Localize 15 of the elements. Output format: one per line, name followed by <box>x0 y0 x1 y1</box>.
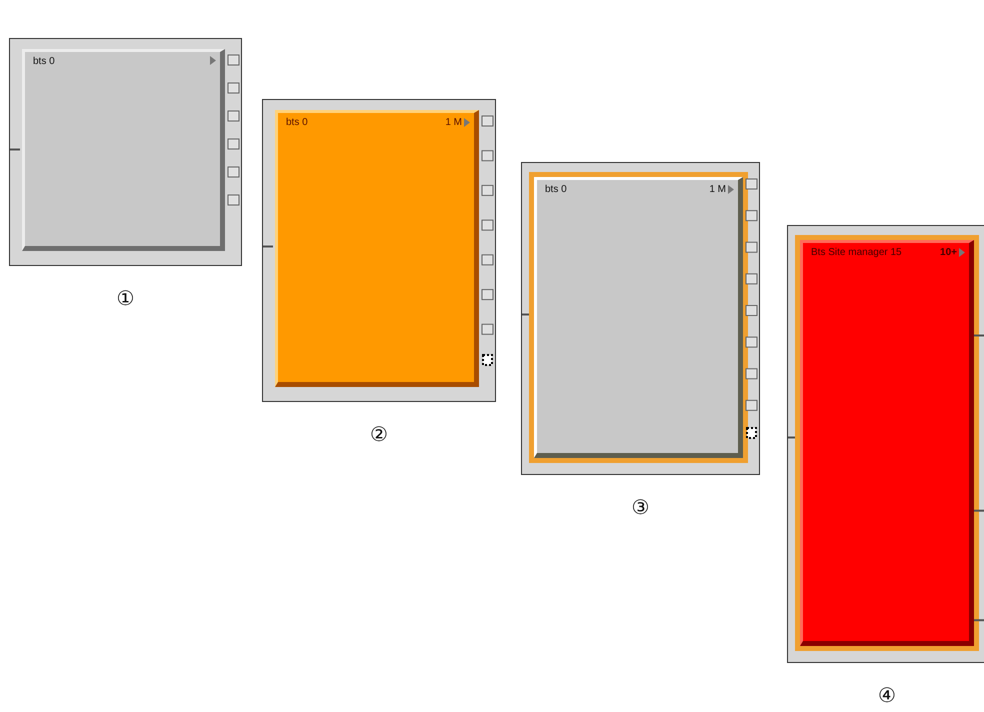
block-title: Bts Site manager 15 <box>811 247 902 258</box>
block-count: 10+ <box>940 247 957 258</box>
block-title: bts 0 <box>33 56 55 67</box>
callout-number: ③ <box>632 495 650 519</box>
block-title: bts 0 <box>545 184 567 195</box>
function-block-frame <box>262 99 496 402</box>
block-count: 1 M <box>709 184 726 195</box>
callout-number: ② <box>370 422 388 446</box>
callout-number: ① <box>116 286 134 310</box>
function-block-frame <box>9 38 242 266</box>
block-title: bts 0 <box>286 117 308 128</box>
function-block-frame <box>787 225 984 663</box>
block-count: 1 M <box>445 117 462 128</box>
function-block-frame <box>521 162 760 475</box>
callout-number: ④ <box>878 683 896 707</box>
